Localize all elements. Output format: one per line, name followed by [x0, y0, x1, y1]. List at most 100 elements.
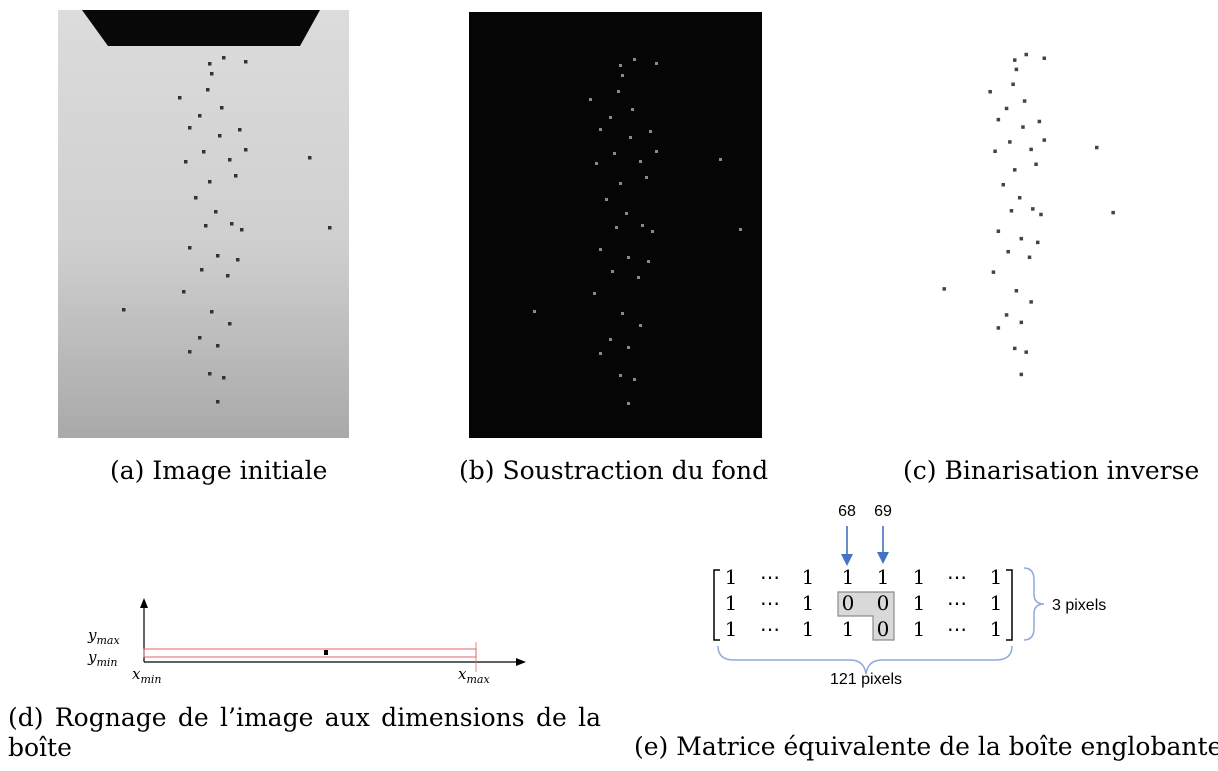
particle	[328, 226, 332, 230]
particle	[228, 158, 232, 162]
particle	[1017, 196, 1022, 200]
height-brace	[1023, 567, 1045, 641]
matrix-cell: ⋯	[760, 617, 780, 641]
particle	[589, 98, 592, 101]
particle	[324, 650, 328, 655]
particle	[615, 226, 618, 229]
particle	[625, 212, 628, 215]
matrix-cell: 1	[990, 617, 1003, 641]
caption-c: (c) Binarisation inverse	[903, 456, 1200, 485]
particles-b	[533, 58, 742, 405]
particle	[633, 58, 636, 61]
particle	[208, 62, 212, 66]
particle	[200, 268, 204, 272]
matrix-cell: 1	[842, 565, 855, 589]
particle	[210, 72, 214, 76]
particle	[942, 287, 946, 291]
particle	[609, 338, 612, 341]
width-brace	[717, 645, 1013, 675]
particle	[208, 372, 212, 376]
particle	[533, 310, 536, 313]
matrix-cell: 1	[990, 591, 1003, 615]
matrix-cell: 0	[842, 591, 855, 615]
particle	[1037, 119, 1042, 124]
particle	[1019, 320, 1024, 325]
particle	[595, 162, 598, 165]
particle	[214, 210, 218, 214]
particle	[1024, 52, 1028, 57]
left-bracket	[713, 569, 720, 641]
particle	[613, 152, 616, 155]
particle	[1095, 145, 1099, 150]
particle	[599, 248, 602, 251]
matrix-cell: 1	[913, 591, 926, 615]
particle	[645, 176, 648, 179]
column-label-68: 68	[838, 503, 856, 520]
particle	[991, 270, 996, 274]
particle	[1009, 209, 1014, 213]
particle	[1019, 372, 1024, 377]
particle	[178, 96, 182, 100]
particle	[216, 344, 220, 348]
particle	[218, 134, 222, 138]
particle	[210, 310, 214, 314]
particle	[611, 270, 614, 273]
particle	[649, 130, 652, 133]
particle	[240, 228, 244, 232]
image-background	[469, 12, 762, 438]
particle	[1024, 350, 1028, 354]
matrix-cell: ⋯	[760, 565, 780, 589]
column-label-69: 69	[874, 503, 892, 520]
particle	[1031, 207, 1035, 211]
particle	[1013, 346, 1017, 351]
particle	[619, 374, 622, 377]
caption-d: (d) Rognage de l’image aux dimensions de…	[8, 703, 601, 762]
particle	[244, 60, 248, 64]
particle	[236, 258, 240, 262]
particle	[1027, 255, 1032, 260]
matrix-cell: 1	[802, 617, 815, 641]
particle	[1014, 289, 1019, 293]
ymax-label: ymax	[87, 626, 120, 647]
particle	[719, 158, 722, 161]
matrix-cell: ⋯	[947, 591, 967, 615]
nozzle-shape	[82, 10, 320, 46]
particle	[609, 116, 612, 119]
matrix-cell: ⋯	[947, 617, 967, 641]
matrix-cell: ⋯	[760, 591, 780, 615]
particle	[1001, 182, 1006, 187]
particle	[593, 292, 596, 295]
particle	[621, 312, 624, 315]
particle	[220, 106, 224, 110]
ymin-label: ymin	[87, 648, 118, 669]
particle	[739, 228, 742, 231]
particle	[1035, 240, 1040, 245]
bounding-box	[143, 648, 477, 658]
matrix-cell: 1	[802, 591, 815, 615]
particle	[996, 117, 1001, 122]
matrix-cell: 1	[725, 565, 738, 589]
particle	[631, 108, 634, 111]
particle	[204, 224, 208, 228]
zero-region-box	[837, 591, 895, 641]
matrix-cell: ⋯	[947, 565, 967, 589]
matrix-cell: 1	[842, 617, 855, 641]
xmax-label: xmax	[458, 665, 490, 686]
image-inverse-binarisation	[930, 30, 1170, 410]
width-label: 121 pixels	[830, 671, 902, 688]
particle	[993, 149, 997, 153]
particle	[1004, 106, 1009, 111]
arrow-68-head	[841, 554, 853, 566]
particle	[184, 160, 188, 164]
particle	[1011, 82, 1015, 87]
particle	[182, 290, 186, 294]
particle	[1013, 58, 1017, 62]
particle	[599, 352, 602, 355]
arrow-69-head	[877, 552, 889, 564]
particle	[226, 274, 230, 278]
particle	[238, 128, 242, 132]
caption-b: (b) Soustraction du fond	[459, 456, 769, 485]
right-bracket	[1006, 569, 1013, 641]
